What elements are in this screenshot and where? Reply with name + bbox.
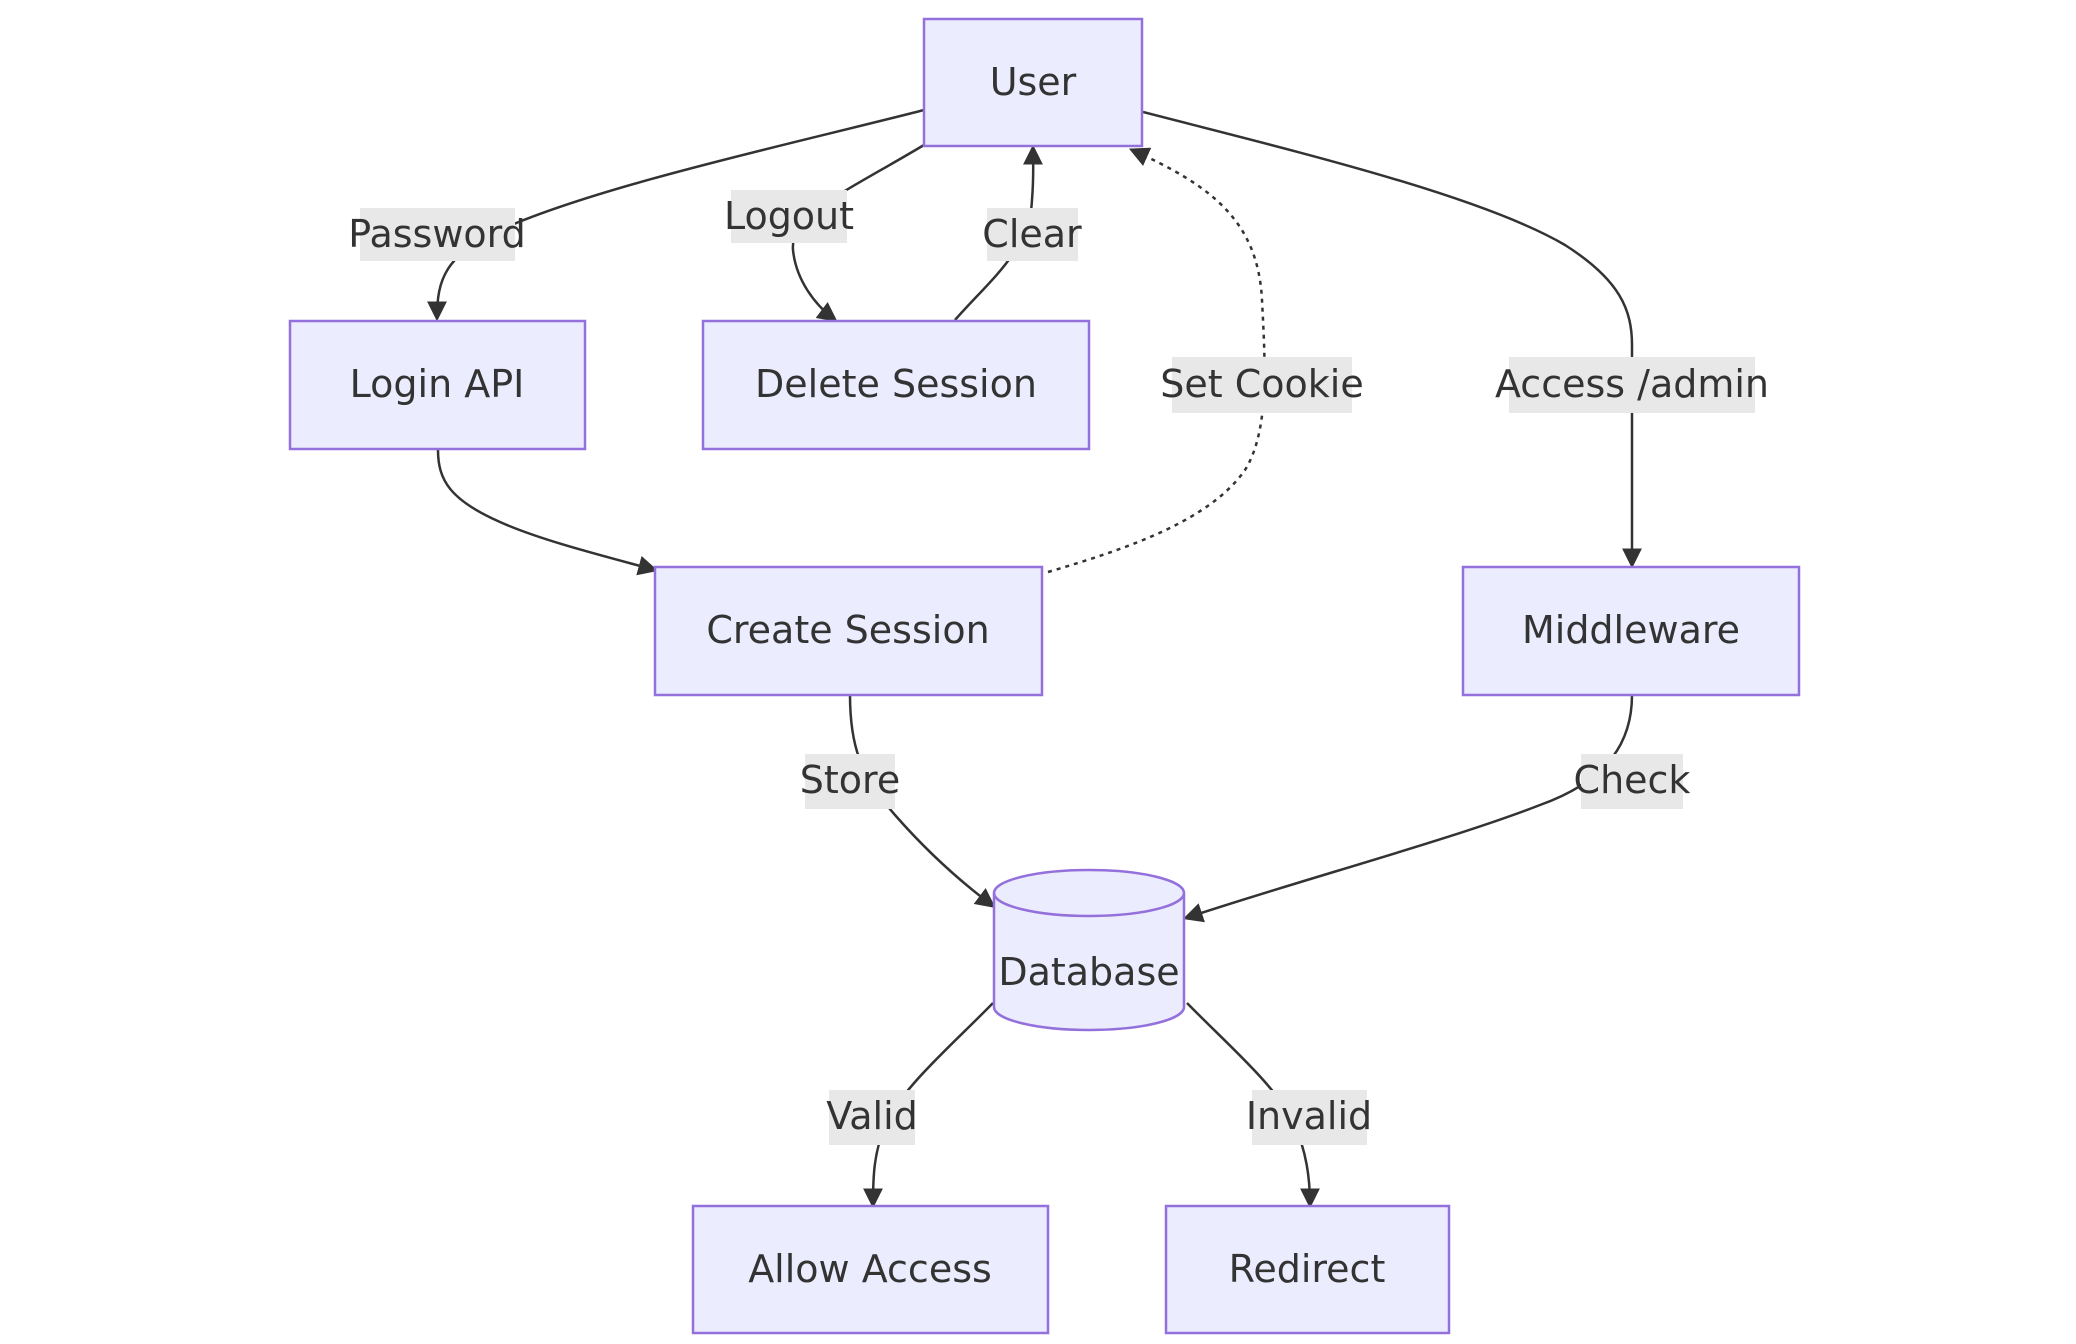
node-user: User [922, 17, 1144, 148]
edge-label-logout-text: Logout [724, 194, 854, 238]
edge-label-invalid: Invalid [1246, 1090, 1372, 1145]
edge-middleware-database [1182, 694, 1634, 923]
edge-label-valid-text: Valid [826, 1094, 918, 1138]
edge-label-check: Check [1574, 754, 1691, 809]
node-redirect-label: Redirect [1229, 1247, 1386, 1291]
edge-label-check-text: Check [1574, 758, 1691, 802]
node-middleware: Middleware [1461, 565, 1801, 697]
edge-label-password-text: Password [348, 212, 526, 256]
edge-label-set-cookie: Set Cookie [1160, 357, 1364, 413]
node-allow-access-label: Allow Access [748, 1247, 992, 1291]
node-delete-session-label: Delete Session [755, 362, 1037, 406]
node-middleware-label: Middleware [1522, 608, 1740, 652]
edge-label-invalid-text: Invalid [1246, 1094, 1372, 1138]
edge-create-session-database [848, 694, 996, 909]
edge-label-set-cookie-text: Set Cookie [1160, 362, 1363, 406]
edge-label-store-text: Store [800, 758, 900, 802]
node-allow-access: Allow Access [691, 1204, 1050, 1335]
edge-user-login-api [427, 108, 925, 322]
node-login-api-label: Login API [350, 362, 525, 406]
node-database-label: Database [998, 950, 1179, 994]
node-redirect: Redirect [1164, 1204, 1451, 1335]
node-delete-session: Delete Session [701, 319, 1091, 451]
node-login-api: Login API [288, 319, 587, 451]
edge-label-store: Store [800, 754, 900, 809]
edge-label-access-admin: Access /admin [1495, 357, 1769, 413]
edge-label-clear: Clear [982, 208, 1082, 261]
edge-label-clear-text: Clear [982, 212, 1082, 256]
edge-label-access-admin-text: Access /admin [1495, 362, 1769, 406]
node-create-session: Create Session [653, 565, 1044, 697]
edge-login-api-create-session [436, 449, 659, 576]
node-create-session-label: Create Session [706, 608, 989, 652]
edge-user-middleware [1142, 110, 1642, 569]
edge-label-logout: Logout [724, 190, 854, 243]
node-user-label: User [990, 60, 1077, 104]
edge-label-valid: Valid [826, 1090, 918, 1145]
edge-label-password: Password [348, 208, 526, 261]
node-database: Database [992, 868, 1186, 1032]
